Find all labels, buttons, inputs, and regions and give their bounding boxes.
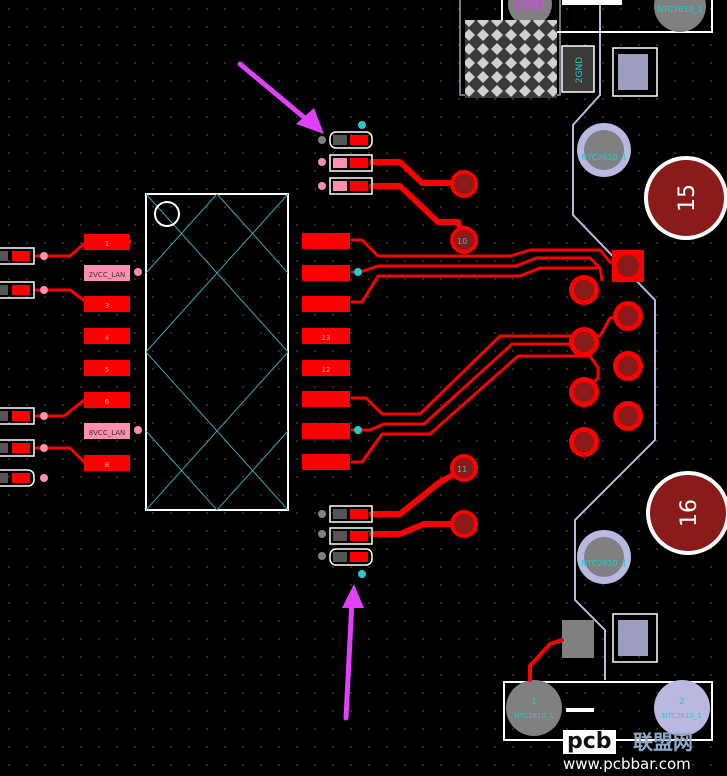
smd-component[interactable] [0,469,35,487]
smd-component[interactable] [0,407,35,425]
gnd-label: GND [515,0,545,14]
pad-16[interactable] [650,475,726,551]
gray-square-pad[interactable] [562,620,594,658]
bottom-pad-1-label: NTC2610_1 [514,712,554,720]
silk-strip [562,0,622,5]
bottom-pad-2[interactable] [654,680,710,736]
watermark-cn: 联盟网 [633,730,693,754]
smd-component[interactable] [329,505,373,523]
watermark: pcb 联盟网 www.pcbbar.com [563,724,723,774]
ic-pin[interactable] [84,296,130,312]
smd-component[interactable] [0,439,35,457]
smd-component[interactable] [329,548,373,566]
ic-pin[interactable] [84,328,130,344]
ntc-top-pad[interactable] [618,54,648,90]
pin1-marker [154,201,180,227]
ntc-top-right-label: NTC2610_1 [657,5,702,14]
ic-left-pins: 1 2VCC_LAN 3 4 5 6 8VCC_LAN 8 [84,234,130,471]
ic-pin[interactable] [302,360,350,376]
ic-pin-label: 4 [105,334,110,342]
ic-pin[interactable] [302,391,350,407]
smd-component[interactable] [329,177,373,195]
ic-pin[interactable] [84,455,130,471]
connector-pads [569,275,643,457]
ic-right-pins: 13 12 [302,233,350,470]
smd-group-bottom [329,505,373,566]
smd-component[interactable] [0,247,35,265]
ic-pin-label: 8 [105,461,109,469]
ic-pin[interactable] [302,328,350,344]
ic-pin[interactable] [84,265,130,281]
ntc-top-right-pad[interactable] [654,0,706,32]
watermark-url: www.pcbbar.com [563,755,691,773]
pad-10-label: 10 [457,237,467,246]
ntc-bottom-pad[interactable] [618,620,648,656]
ic-pin-label: 5 [105,366,109,374]
ic-pin[interactable] [84,234,130,250]
pad-15[interactable] [648,160,724,236]
pad-11-label: 11 [457,465,467,474]
ic-pin[interactable] [302,454,350,470]
ic-pin-label: 2VCC_LAN [89,271,126,279]
pad-15-label: 15 [675,184,700,212]
top-connector-outline [501,0,713,33]
ic-pin-label: 13 [322,334,331,342]
bottom-pad-2-number: 2 [679,697,685,707]
smd-component[interactable] [329,131,373,149]
smd-group-left [0,247,35,487]
smd-component[interactable] [0,281,35,299]
ic-pin[interactable] [302,423,350,439]
smd-component[interactable] [329,527,373,545]
bottom-pad-1-number: 1 [531,697,537,707]
smd-component[interactable] [329,154,373,172]
ic-pin[interactable] [84,392,130,408]
bottom-silk-strip [566,708,594,712]
ic-pin-label: 8VCC_LAN [89,429,126,437]
ntc-top-footprint [612,47,658,97]
ic-pin[interactable] [84,360,130,376]
smd-group-top [329,131,373,195]
ntc-mid-upper-label: NTC2610_1 [581,153,626,162]
ic-pin[interactable] [84,423,130,439]
pad-16-label: 16 [677,499,702,527]
watermark-logo: pcb [563,730,616,754]
ic-pin-label: 6 [105,398,110,406]
gnd-small-pad[interactable] [561,45,595,93]
gnd-pad[interactable] [508,0,552,26]
gnd-small-label: 2GND [575,57,585,83]
bottom-pad-2-label: NTC2610_1 [662,712,702,720]
vias [40,121,366,578]
ic-pin[interactable] [302,296,350,312]
ic-pin-label: 1 [105,240,109,248]
connector-pad-square-drill [617,255,639,277]
annotation-arrow-bottom [342,584,364,721]
ic-hatch [145,193,289,511]
ntc-mid-upper-drill [584,130,624,170]
board-keepout-outline [572,0,656,680]
ic-pin[interactable] [302,265,350,281]
ic-pin-label: 3 [105,302,109,310]
ntc-mid-lower-drill [584,537,624,577]
bottom-pad-1[interactable] [506,680,562,736]
annotation-arrow-top [237,61,324,134]
ic-pin-label: 12 [322,366,331,374]
ntc-bottom-footprint [612,613,658,663]
gnd-thermal-pad-array [465,20,557,98]
ntc-mid-lower-label: NTC2610_1 [581,559,626,568]
ic-pin[interactable] [302,233,350,249]
